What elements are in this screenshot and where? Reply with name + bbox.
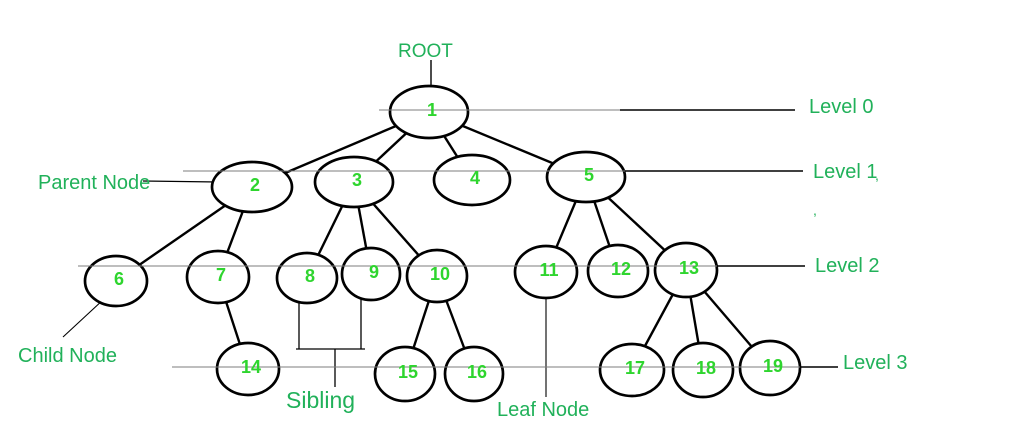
node-16-number: 16 [467, 362, 487, 382]
level-3-label: Level 3 [843, 352, 908, 374]
parent-node-label: Parent Node [38, 172, 150, 194]
node-3-ellipse [313, 155, 395, 209]
node-11-ellipse [513, 244, 579, 300]
root-label: ROOT [398, 41, 453, 62]
node-13-ellipse [653, 241, 719, 299]
node-6-number: 6 [114, 269, 124, 289]
stray-mark-0: , [875, 167, 879, 183]
node-13-number: 13 [679, 258, 699, 278]
node-5-ellipse [545, 150, 627, 204]
node-6-ellipse [83, 254, 149, 308]
node-2-ellipse [210, 160, 294, 214]
node-7-ellipse [185, 249, 251, 305]
node-19-ellipse [738, 339, 802, 397]
level-lines: Level 0 Level 1 Level 2 Level 3 [78, 96, 908, 374]
node-14-ellipse [215, 341, 281, 397]
node-8-number: 8 [305, 266, 315, 286]
node-5-number: 5 [584, 165, 594, 185]
level-1-label: Level 1 [813, 161, 878, 183]
node-12-ellipse [586, 243, 650, 299]
node-4-number: 4 [470, 168, 480, 188]
node-12-number: 12 [611, 259, 631, 279]
level-0-label: Level 0 [809, 96, 874, 118]
tree-nodes [83, 84, 802, 403]
stray-mark-1: , [813, 202, 817, 218]
node-18-ellipse [671, 341, 735, 399]
node-1-number: 1 [427, 100, 437, 120]
node-1-ellipse [388, 84, 470, 140]
node-9-ellipse [340, 246, 402, 302]
node-9-number: 9 [369, 262, 379, 282]
node-10-number: 10 [430, 264, 450, 284]
node-4-ellipse [432, 153, 512, 207]
child-node-pointer-line [62, 298, 105, 338]
parent-node-pointer-line [142, 180, 219, 183]
child-node-label: Child Node [18, 345, 117, 367]
node-16-ellipse [443, 345, 505, 403]
node-10-ellipse [405, 248, 469, 304]
node-15-ellipse [373, 345, 437, 403]
node-17-number: 17 [625, 358, 645, 378]
node-11-number: 11 [539, 260, 558, 280]
node-15-number: 15 [398, 362, 418, 382]
sibling-bracket [296, 273, 365, 387]
node-17-ellipse [598, 342, 666, 398]
node-14-number: 14 [241, 357, 261, 377]
node-18-number: 18 [696, 358, 716, 378]
node-7-number: 7 [216, 265, 226, 285]
node-3-number: 3 [352, 170, 362, 190]
node-2-number: 2 [250, 175, 260, 195]
node-19-number: 19 [763, 356, 783, 376]
leaf-node-label: Leaf Node [497, 399, 589, 421]
sibling-label: Sibling [286, 387, 355, 413]
level-2-label: Level 2 [815, 255, 880, 277]
